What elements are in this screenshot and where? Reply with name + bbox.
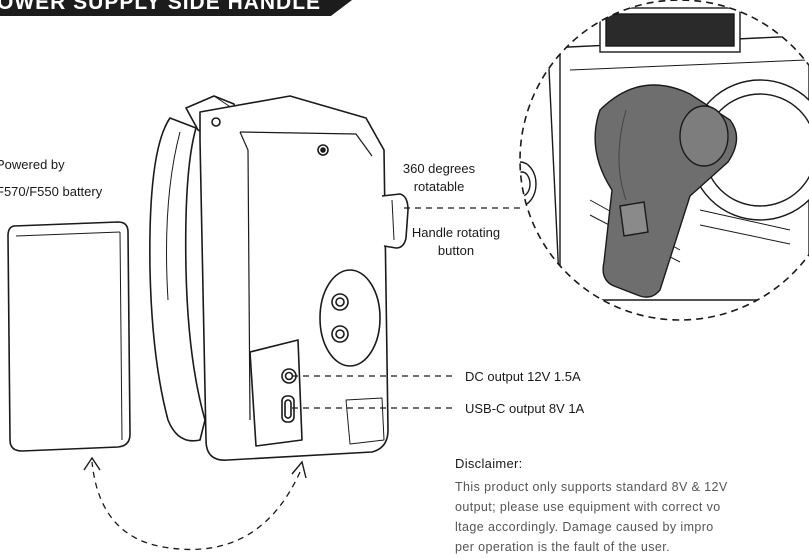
disclaimer-line: per operation is the fault of the user.	[455, 540, 671, 554]
battery-label-line1: Powered by	[0, 157, 65, 172]
leader-lines	[91, 207, 520, 551]
rotate-label-line2: rotatable	[413, 179, 465, 194]
banner-title: POWER SUPPLY SIDE HANDLE	[0, 0, 322, 14]
button-label-line1: Handle rotating	[411, 225, 501, 240]
title-banner: POWER SUPPLY SIDE HANDLE	[0, 0, 352, 16]
battery-arrow	[91, 461, 301, 551]
rotate-label-line1: 360 degrees	[402, 161, 476, 176]
disclaimer-title: Disclaimer:	[455, 456, 523, 471]
arrow-head-up-right	[291, 460, 307, 479]
handle-mounted-on-camera	[594, 84, 738, 298]
disclaimer-body: This product only supports standard 8V &…	[455, 477, 809, 557]
usb-output-label: USB-C output 8V 1A	[465, 401, 585, 416]
dc-output-label: DC output 12V 1.5A	[465, 369, 581, 384]
disclaimer-line: ltage accordingly. Damage caused by impr…	[455, 520, 714, 534]
handle-illustration	[149, 95, 409, 461]
button-label-line2: button	[437, 243, 475, 258]
battery-label-line2: F570/F550 battery	[0, 184, 103, 199]
arrow-head-up-left	[83, 456, 101, 471]
disclaimer-line: This product only supports standard 8V &…	[455, 480, 728, 494]
rotation-detail-circle	[519, 0, 809, 321]
battery-illustration	[7, 221, 131, 452]
disclaimer-line: output; please use equipment with correc…	[455, 500, 721, 514]
arrow-heads	[83, 456, 307, 479]
